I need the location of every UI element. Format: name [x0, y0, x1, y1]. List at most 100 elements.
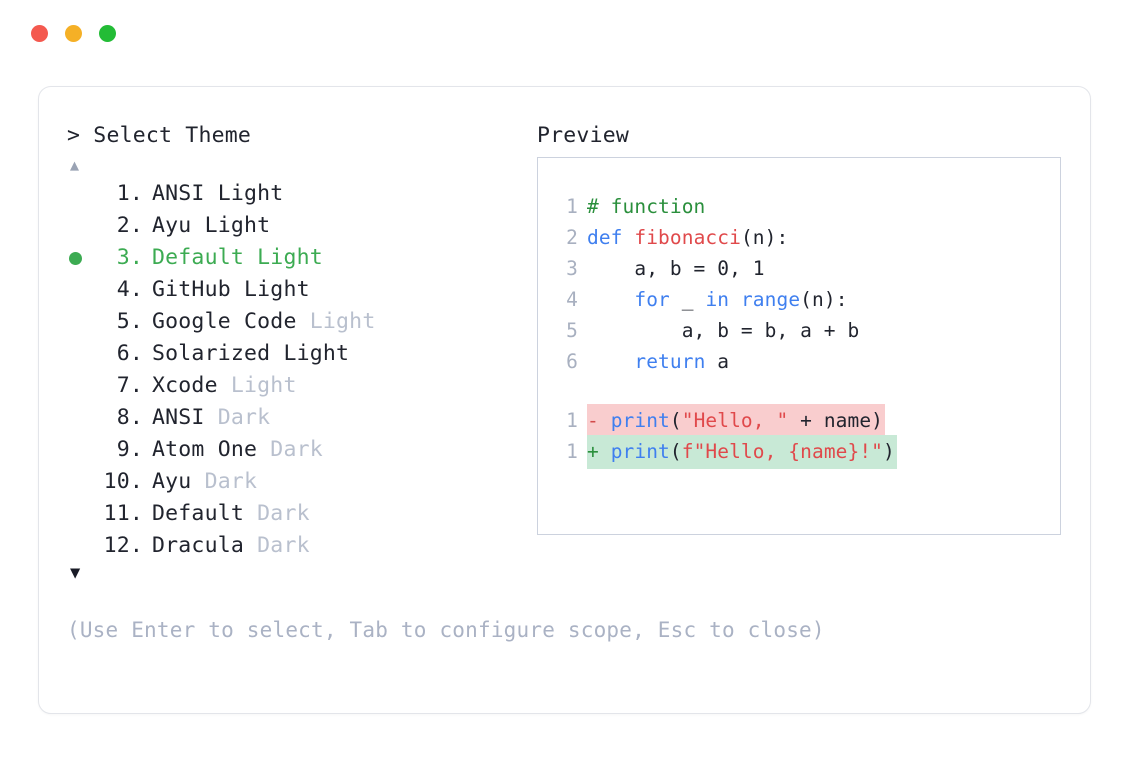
- theme-list-item[interactable]: 2. Ayu Light: [67, 210, 537, 242]
- code-text: + print(f"Hello, {name}!"): [587, 435, 897, 469]
- page-title: > Select Theme: [67, 121, 537, 151]
- theme-item-name: Default: [152, 245, 245, 270]
- code-token: [729, 288, 741, 311]
- theme-item-index: 9.: [103, 437, 143, 462]
- scroll-down-icon[interactable]: ▼: [70, 563, 81, 583]
- code-token: range: [740, 288, 801, 311]
- theme-item-index: 11.: [103, 501, 143, 526]
- selection-indicator: [67, 530, 97, 562]
- theme-item-name: Default: [152, 501, 245, 526]
- theme-item-variant: Light: [204, 181, 284, 206]
- line-number: 6: [566, 350, 578, 373]
- selection-indicator: [67, 242, 97, 274]
- window-controls: [31, 24, 116, 42]
- code-token: + name): [788, 409, 884, 432]
- scroll-up-icon[interactable]: ▲: [70, 156, 80, 174]
- theme-list-item[interactable]: 6.Solarized Light: [67, 338, 537, 370]
- theme-item-index: 3.: [103, 245, 143, 270]
- theme-list-item[interactable]: 4. GitHub Light: [67, 274, 537, 306]
- theme-list-column: > Select Theme ▲ 1.ANSI Light 2. Ayu Ligh…: [67, 121, 537, 584]
- theme-item-variant: Light: [230, 277, 310, 302]
- prompt-title: Select Theme: [93, 123, 252, 148]
- theme-item-index: 6.: [103, 341, 143, 366]
- theme-item-index: 1.: [103, 181, 143, 206]
- code-token: a, b = b, a + b: [587, 319, 860, 342]
- line-number: 1: [566, 440, 578, 463]
- line-number: 4: [566, 288, 578, 311]
- code-token: 1: [752, 257, 765, 280]
- code-text: - print("Hello, " + name): [587, 404, 886, 438]
- theme-item-name: Ayu: [152, 213, 192, 238]
- line-number: 5: [566, 319, 578, 342]
- selection-indicator: [67, 338, 97, 370]
- theme-item-variant: Light: [217, 373, 297, 398]
- code-token: (n):: [800, 288, 848, 311]
- code-token: fibonacci: [634, 226, 741, 249]
- code-text: return a: [587, 346, 729, 377]
- close-button[interactable]: [31, 24, 48, 42]
- theme-item-name: Google Code: [152, 309, 297, 334]
- theme-list-item[interactable]: 1.ANSI Light: [67, 178, 537, 210]
- code-text: def fibonacci(n):: [587, 222, 788, 253]
- code-token: (n):: [740, 226, 789, 249]
- minimize-button[interactable]: [65, 24, 82, 42]
- theme-item-name: Ayu: [152, 469, 192, 494]
- line-number: 2: [566, 226, 578, 249]
- theme-item-index: 2.: [103, 213, 143, 238]
- selection-indicator: [67, 434, 97, 466]
- code-text: for _ in range(n):: [587, 284, 848, 315]
- theme-item-variant: Dark: [244, 501, 310, 526]
- theme-list-item[interactable]: 7.Xcode Light: [67, 370, 537, 402]
- theme-item-index: 7.: [103, 373, 143, 398]
- maximize-button[interactable]: [99, 24, 116, 42]
- theme-item-variant: Dark: [244, 533, 310, 558]
- code-token: [587, 350, 634, 373]
- selection-indicator: [67, 498, 97, 530]
- code-token: (: [669, 409, 682, 432]
- theme-item-variant: Light: [296, 309, 376, 334]
- code-token: print: [610, 440, 670, 463]
- diff-sign: +: [587, 440, 611, 463]
- theme-list-item[interactable]: 8.ANSI Dark: [67, 402, 537, 434]
- theme-list-item[interactable]: 3. Default Light: [67, 242, 537, 274]
- diff-sign: -: [587, 409, 611, 432]
- code-line: 5 a, b = b, a + b: [558, 315, 1060, 346]
- code-token: f"Hello, {name}!": [681, 440, 884, 463]
- code-line: 2 def fibonacci(n):: [558, 222, 1060, 253]
- code-token: _: [669, 288, 706, 311]
- theme-list-item[interactable]: 5. Google Code Light: [67, 306, 537, 338]
- selection-indicator: [67, 466, 97, 498]
- code-diff-line: 1 - print("Hello, " + name): [558, 404, 1060, 438]
- theme-list-item[interactable]: 11. Default Dark: [67, 498, 537, 530]
- code-token: ,: [729, 257, 753, 280]
- line-number: 3: [566, 257, 578, 280]
- theme-list-item[interactable]: 12.Dracula Dark: [67, 530, 537, 562]
- theme-item-variant: Light: [191, 213, 271, 238]
- preview-title: Preview: [537, 123, 630, 148]
- theme-item-index: 4.: [103, 277, 143, 302]
- theme-item-index: 8.: [103, 405, 143, 430]
- window-titlebar: [0, 0, 1129, 66]
- code-text: a, b = b, a + b: [587, 315, 860, 346]
- code-token: def: [587, 226, 635, 249]
- code-token: ): [883, 440, 895, 463]
- theme-item-index: 10.: [103, 469, 143, 494]
- prompt-marker: >: [67, 123, 94, 148]
- selection-indicator: [67, 402, 97, 434]
- code-token: a, b =: [587, 257, 718, 280]
- theme-item-name: Dracula: [152, 533, 245, 558]
- code-text: a, b = 0, 1: [587, 253, 765, 284]
- line-number: 1: [566, 409, 578, 432]
- theme-item-variant: Dark: [191, 469, 258, 494]
- theme-item-variant: Light: [244, 245, 323, 270]
- code-line: 4 for _ in range(n):: [558, 284, 1060, 315]
- code-token: return: [634, 350, 706, 373]
- code-line: 3 a, b = 0, 1: [558, 253, 1060, 284]
- theme-item-name: GitHub: [152, 277, 231, 302]
- theme-list-item[interactable]: 9.Atom One Dark: [67, 434, 537, 466]
- theme-item-index: 5.: [103, 309, 143, 334]
- theme-list-item[interactable]: 10. Ayu Dark: [67, 466, 537, 498]
- code-token: 0: [717, 257, 730, 280]
- code-diff-line: 1 + print(f"Hello, {name}!"): [558, 435, 1060, 469]
